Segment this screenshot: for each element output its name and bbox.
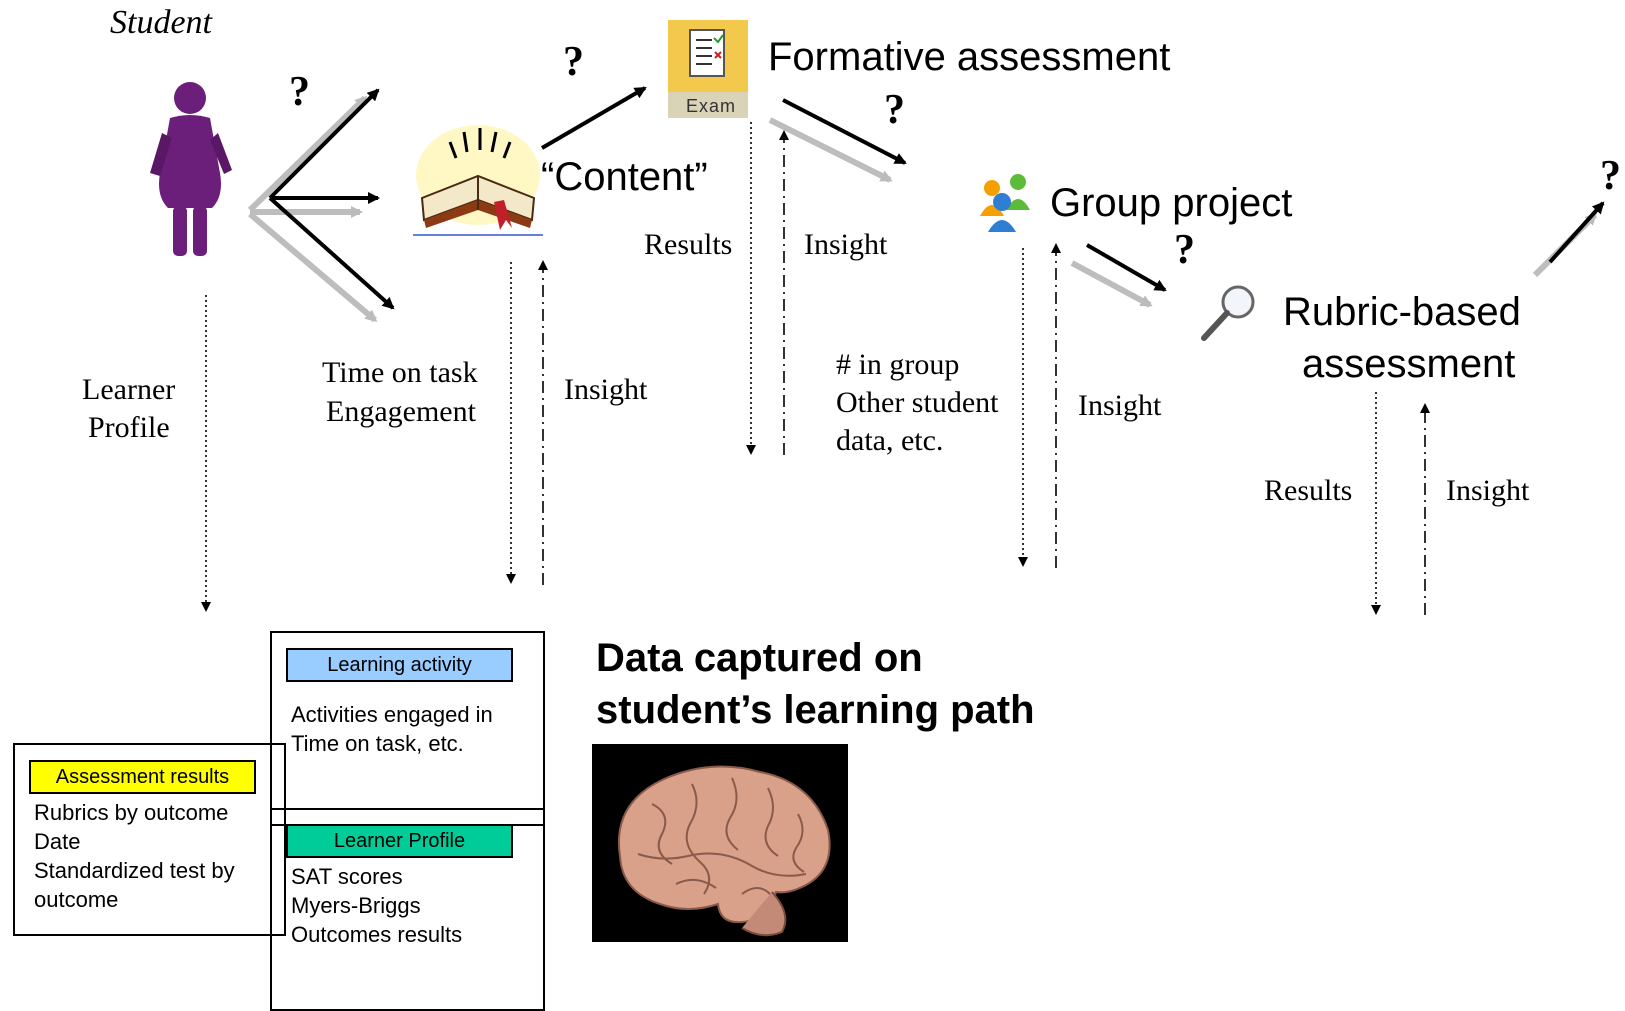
arrow-to-question-bottom [268, 196, 395, 310]
learner-profile-line2: Myers-Briggs [291, 893, 421, 918]
question-mark-5: ? [1600, 153, 1621, 199]
assessment-results-line1: Rubrics by outcome [34, 800, 229, 825]
rubric-label-line1: Rubric-based [1283, 290, 1521, 334]
learner-profile-label-2: Profile [88, 411, 170, 444]
assessment-results-line3: Standardized test by [34, 858, 235, 883]
open-book-icon [416, 125, 540, 230]
data-arrows [201, 122, 1381, 615]
question-mark-3: ? [884, 87, 905, 133]
assessment-results-box [13, 743, 286, 936]
assessment-results-header: Assessment results [29, 760, 256, 794]
brain-image [592, 744, 848, 942]
formative-assessment-label: Formative assessment [768, 35, 1171, 79]
engagement-label: Engagement [326, 395, 476, 428]
arrow-content-to-exam [540, 86, 647, 150]
insight-arrows [538, 130, 1430, 615]
arrow-exam-to-group [782, 98, 907, 165]
content-node-label: “Content” [541, 155, 708, 199]
shadow-arrow [247, 95, 368, 213]
exam-icon-label: Exam [686, 96, 737, 116]
learning-activity-line2: Time on task, etc. [291, 731, 464, 756]
shadow-arrow [248, 211, 378, 323]
data-title-line2: student’s learning path [596, 688, 1035, 732]
learning-activity-header: Learning activity [286, 648, 513, 682]
magnifier-icon [1201, 285, 1255, 341]
learner-profile-header: Learner Profile [286, 824, 513, 858]
arrow-group-to-rubric [1086, 243, 1167, 292]
learner-profile-label-1: Learner [82, 373, 176, 406]
insight-label-rubric: Insight [1446, 474, 1530, 507]
results-label-rubric: Results [1264, 474, 1353, 507]
learner-profile-box [270, 808, 545, 826]
time-on-task-label: Time on task [322, 356, 478, 389]
exam-icon [668, 20, 748, 118]
rubric-label-line2: assessment [1302, 342, 1516, 386]
results-label-formative: Results [644, 228, 733, 261]
student-label: Student [110, 4, 212, 41]
insight-label-formative: Insight [804, 228, 888, 261]
learner-profile-line3: Outcomes results [291, 922, 463, 947]
data-title-line1: Data captured on [596, 636, 923, 680]
shadow-arrow [1070, 260, 1153, 308]
shadow-arrow [768, 117, 893, 183]
learning-activity-line1: Activities engaged in [291, 702, 493, 727]
learner-profile-line1: SAT scores [291, 864, 403, 889]
solid-arrows [268, 86, 1605, 310]
student-figure-icon [150, 82, 232, 256]
assessment-results-line4: outcome [34, 887, 119, 912]
in-group-label: # in group [836, 348, 960, 381]
insight-label-content: Insight [564, 373, 648, 406]
insight-label-group: Insight [1078, 389, 1162, 422]
assessment-results-line2: Date [34, 829, 81, 854]
question-mark-2: ? [563, 39, 584, 85]
question-mark-1: ? [289, 69, 310, 115]
arrow-to-question-top [268, 88, 380, 200]
other-student-label: Other student [836, 386, 999, 419]
group-people-icon [980, 174, 1030, 232]
data-etc-label: data, etc. [836, 424, 944, 457]
group-project-label: Group project [1050, 181, 1293, 225]
question-mark-4: ? [1174, 227, 1195, 273]
book-underline [413, 234, 543, 236]
arrow-rubric-out [1548, 201, 1605, 264]
